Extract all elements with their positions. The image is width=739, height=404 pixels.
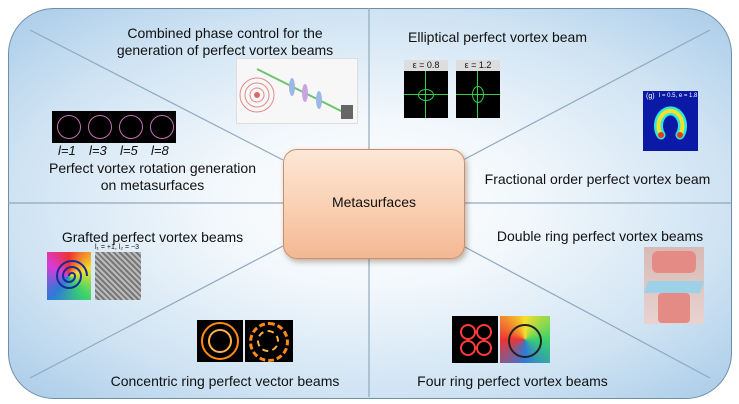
center-label: Metasurfaces (331, 194, 417, 210)
order-label-2: l=3 (89, 143, 107, 158)
eps-label-2: ε = 1.2 (456, 60, 500, 71)
order-label-3: l=5 (120, 143, 138, 158)
label-four-ring: Four ring perfect vortex beams (417, 373, 608, 389)
label-double-ring: Double ring perfect vortex beams (496, 228, 704, 244)
grafted-phase-image (47, 252, 91, 300)
double-ring-image (644, 247, 704, 324)
fractional-params: l = 0.5, e = 1.8 (659, 93, 698, 99)
rotation-rings-image (52, 111, 176, 143)
grafted-metasurface-image (95, 252, 141, 300)
label-combined: Combined phase control for the generatio… (100, 25, 350, 59)
label-grafted: Grafted perfect vortex beams (61, 229, 244, 245)
elliptical-image-1: ε = 0.8 (404, 60, 448, 118)
label-fractional: Fractional order perfect vortex beam (484, 171, 711, 187)
fractional-tag: (g) (646, 93, 655, 100)
four-ring-phase-image (500, 316, 550, 363)
label-rotation-line1: Perfect vortex rotation generation (48, 160, 256, 176)
combined-setup-image (236, 58, 358, 124)
label-rotation-line2: on metasurfaces (100, 177, 205, 193)
concentric-image-1 (197, 320, 243, 362)
label-rotation: Perfect vortex rotation generation on me… (40, 160, 265, 194)
label-concentric: Concentric ring perfect vector beams (110, 373, 340, 389)
fractional-image: (g) l = 0.5, e = 1.8 (643, 91, 698, 151)
grafted-params: l₁ = +1, l₂ = −3 (95, 244, 139, 251)
concentric-image-2 (245, 320, 293, 362)
label-combined-line1: Combined phase control for the (127, 25, 323, 41)
eps-label-1: ε = 0.8 (404, 60, 448, 71)
label-elliptical: Elliptical perfect vortex beam (408, 29, 587, 45)
label-combined-line2: generation of perfect vortex beams (116, 42, 334, 58)
order-label-4: l=8 (151, 143, 169, 158)
four-ring-intensity-image (452, 316, 498, 363)
order-label-1: l=1 (58, 143, 76, 158)
elliptical-image-2: ε = 1.2 (456, 60, 500, 118)
center-box: Metasurfaces (283, 149, 465, 259)
